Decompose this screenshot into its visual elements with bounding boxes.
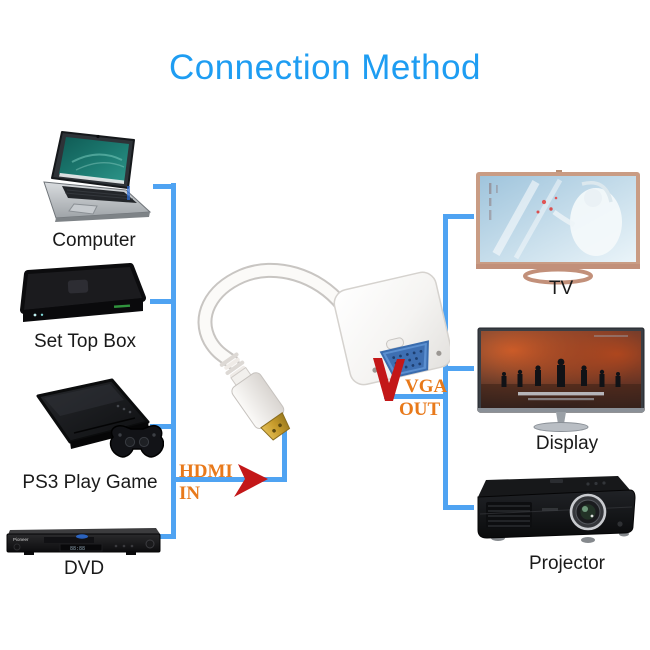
connector-computer-stub (153, 184, 173, 189)
page-title: Connection Method (168, 48, 482, 87)
vga-screw-hole-right (436, 350, 442, 356)
svg-text:88:88: 88:88 (70, 546, 85, 552)
connector-vga-horizontal (384, 394, 445, 399)
vga-out-label-line2: OUT (399, 399, 441, 420)
connector-settopbox-stub (150, 299, 173, 304)
projector-image (468, 472, 640, 550)
vga-arrow-icon (373, 358, 405, 401)
svg-text:Pioneer: Pioneer (13, 537, 29, 542)
connector-projector-stub (446, 505, 474, 510)
connector-hdmi-horizontal (171, 477, 287, 482)
adapter-cable (197, 262, 350, 370)
projector-label: Projector (528, 553, 606, 574)
tv-image (474, 170, 644, 288)
dvd-player-image: Pioneer 88:88 (4, 518, 164, 558)
connector-ps3-stub (150, 424, 173, 429)
connector-display-stub (446, 366, 474, 371)
connector-left-vertical (171, 183, 176, 539)
ps3-image (14, 376, 164, 472)
projector-lens (569, 493, 607, 531)
ps3-label: PS3 Play Game (22, 472, 158, 493)
set-top-box-label: Set Top Box (33, 331, 137, 352)
computer-label: Computer (52, 230, 136, 251)
ps3-controller (109, 425, 164, 458)
tv-label: TV (548, 278, 574, 299)
computer-image (34, 130, 158, 230)
connector-dvd-stub (157, 534, 173, 539)
hdmi-in-label-line1: HDMI (179, 461, 233, 482)
vga-out-label-line1: VGA (405, 376, 448, 397)
hdmi-arrow-icon (234, 464, 268, 497)
display-label: Display (535, 433, 599, 454)
dvd-label: DVD (63, 558, 105, 579)
connector-tv-stub (446, 214, 474, 219)
connector-hdmi-vertical (282, 430, 287, 479)
hdmi-in-label-line2: IN (179, 483, 201, 504)
display-image (476, 326, 646, 434)
set-top-box-image (14, 258, 148, 328)
hdmi-plug (219, 352, 291, 441)
